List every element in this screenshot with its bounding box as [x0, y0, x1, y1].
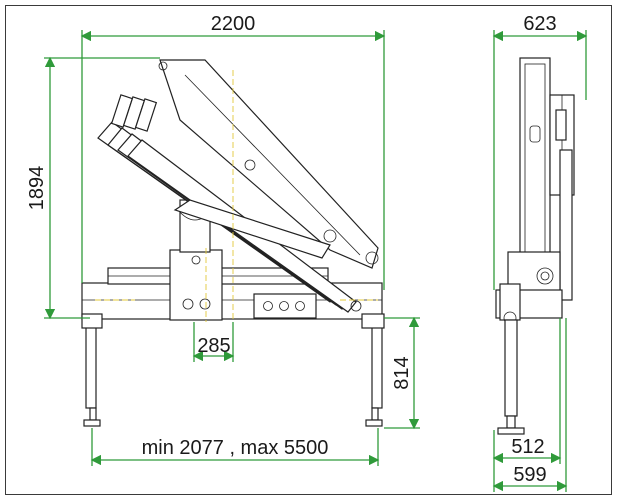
main-boom	[159, 59, 379, 269]
dim-side-outer: 599	[513, 464, 546, 486]
valve-block	[253, 293, 317, 319]
column-block	[169, 249, 223, 321]
left-foot	[83, 419, 101, 427]
front-view	[81, 59, 385, 427]
left-leg	[85, 319, 97, 409]
dim-side-width: 623	[523, 13, 556, 35]
side-boom	[519, 57, 551, 259]
right-foot	[365, 419, 383, 427]
dim-offset: 285	[197, 335, 230, 357]
right-leg	[371, 319, 383, 409]
side-leg	[504, 319, 518, 417]
main-cylinder	[173, 199, 331, 259]
side-cylinder	[559, 149, 573, 301]
side-foot	[497, 427, 525, 435]
dim-leg-height: 814	[391, 356, 413, 389]
dim-side-inner: 512	[511, 436, 544, 458]
dim-total-width: 2200	[211, 13, 256, 35]
dimension-lines	[44, 30, 588, 492]
dim-total-height: 1894	[26, 166, 48, 211]
side-view	[495, 57, 575, 435]
dim-outrigger-range: min 2077 , max 5500	[142, 437, 329, 459]
